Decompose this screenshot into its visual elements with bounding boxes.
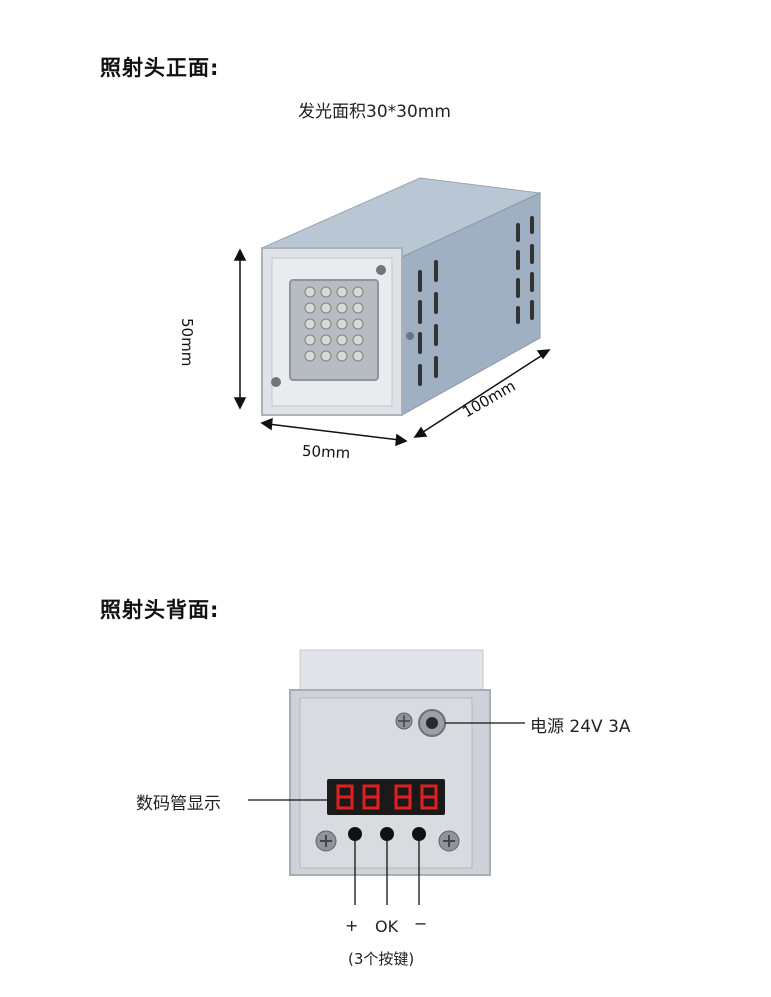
button-ok — [380, 827, 394, 841]
vent-slots — [418, 216, 534, 386]
back-heading: 照射头背面: — [100, 598, 220, 622]
led-display — [327, 779, 445, 815]
leader-lines — [248, 722, 525, 905]
button-plus — [348, 827, 362, 841]
dimension-arrows — [233, 248, 551, 447]
power-label: 电源 24V 3A — [530, 717, 631, 737]
back-buttons — [348, 827, 426, 841]
display-digits — [336, 784, 438, 810]
height-dimension-label: 50mm — [178, 318, 196, 367]
buttons-note: (3个按键) — [348, 950, 415, 968]
minus-button-label: − — [414, 914, 428, 933]
button-minus — [412, 827, 426, 841]
ok-button-label: OK — [375, 917, 399, 936]
width-dimension-label: 50mm — [301, 441, 351, 463]
front-heading: 照射头正面: — [100, 56, 220, 80]
led-window — [289, 279, 379, 381]
display-label: 数码管显示 — [136, 794, 221, 814]
front-screws — [271, 265, 414, 387]
led-array — [304, 286, 364, 362]
plus-button-label: + — [345, 916, 359, 935]
light-area-caption: 发光面积30*30mm — [298, 102, 451, 122]
back-screws — [315, 830, 460, 852]
